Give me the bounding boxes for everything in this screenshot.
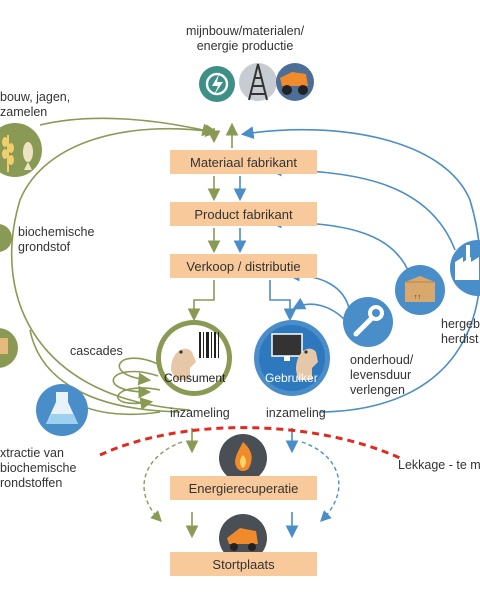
- lekkage-label: Lekkage - te m: [398, 458, 480, 472]
- oil-derrick-icon: [239, 63, 277, 101]
- top-title: mijnbouw/materialen/ energie productie: [185, 24, 305, 53]
- barcode-icon: [199, 332, 219, 358]
- technical-dashed-arrows: [301, 441, 340, 522]
- factory-icon: [450, 240, 480, 296]
- onderhoud-label: onderhoud/ levensduur verlengen: [350, 353, 414, 397]
- product-fabrikant-box: Product fabrikant: [170, 202, 317, 226]
- landfill-truck-icon: [219, 514, 267, 562]
- biochemische-grondstof-label: biochemische grondstof: [18, 225, 95, 254]
- flask-icon: [36, 384, 88, 436]
- consument-icon: [156, 320, 232, 396]
- consument-label: Consument: [164, 371, 226, 385]
- biological-dashed-arrows: [143, 441, 183, 522]
- verkoop-distributie-box: Verkoop / distributie: [170, 254, 317, 278]
- leakage-line: [99, 426, 401, 460]
- gebruiker-label: Gebruiker: [265, 371, 318, 385]
- cardboard-box-icon: ↑↑: [395, 265, 445, 315]
- power-icon: [199, 66, 235, 102]
- materiaal-fabrikant-box: Materiaal fabrikant: [170, 150, 317, 174]
- stortplaats-box: Stortplaats: [170, 552, 317, 576]
- extractie-label: xtractie van biochemische rondstoffen: [0, 446, 77, 490]
- fire-icon: [219, 434, 267, 482]
- landbouw-label: bouw, jagen, zamelen: [0, 90, 71, 119]
- green-cycle-node-mid: [0, 224, 12, 252]
- gebruiker-icon: [254, 320, 330, 396]
- biological-cycle-arrows: [10, 117, 239, 539]
- cascades-label: cascades: [70, 344, 123, 358]
- monitor-icon: [271, 333, 303, 361]
- energierecuperatie-box: Energierecuperatie: [170, 476, 317, 500]
- inzameling-left-label: inzameling: [170, 406, 230, 420]
- wheat-fish-icon: [0, 123, 42, 177]
- inzameling-right-label: inzameling: [266, 406, 326, 420]
- hergebruik-label: hergeb herdist: [441, 317, 480, 346]
- dump-truck-icon: [276, 63, 314, 101]
- wrench-icon: [343, 297, 393, 347]
- svg-text:↑↑: ↑↑: [414, 294, 421, 301]
- green-cycle-node-low: [0, 328, 18, 368]
